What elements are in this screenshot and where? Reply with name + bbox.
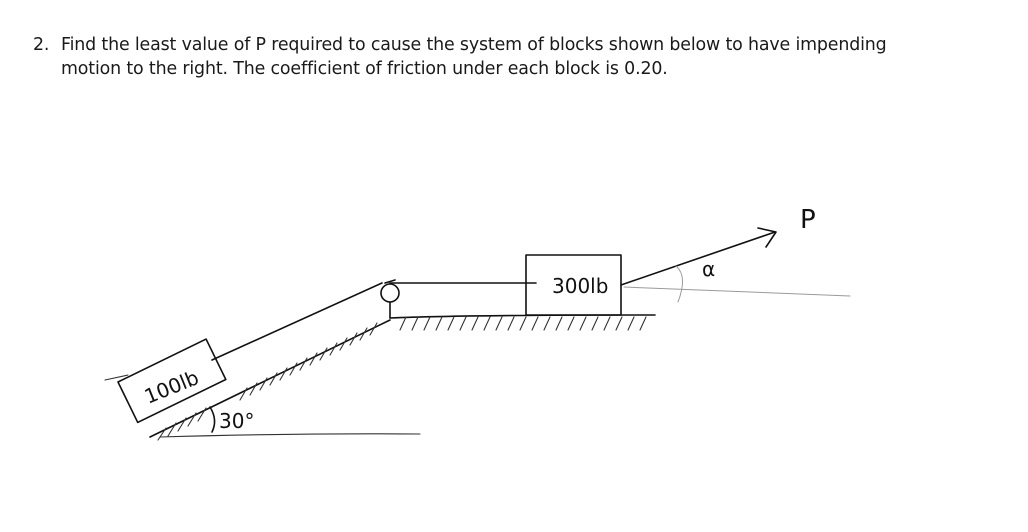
- problem-number: 2.: [33, 35, 50, 55]
- force-angle-arc: [675, 265, 683, 303]
- force-angle-label: α: [702, 257, 715, 281]
- force-line: [620, 231, 776, 286]
- block-100lb-tick: [104, 374, 129, 381]
- problem-statement: 2. Find the least value of P required to…: [33, 33, 1023, 81]
- force-arrowhead: [757, 227, 777, 248]
- force-reference-line: [623, 286, 851, 297]
- block-300lb-label: 300lb: [552, 274, 608, 298]
- force-label: P: [800, 205, 816, 235]
- incline-hatching: [157, 322, 378, 441]
- incline-surface: [149, 319, 391, 438]
- rope-incline: [211, 282, 383, 361]
- horizontal-hatching: [399, 316, 647, 331]
- block-100lb: [117, 338, 227, 424]
- block-100lb-label: 100lb: [141, 365, 202, 408]
- problem-text: Find the least value of P required to ca…: [61, 35, 887, 79]
- pulley: [380, 279, 400, 319]
- incline-angle-arc: [209, 406, 216, 433]
- incline-reference-line: [159, 433, 421, 438]
- incline-angle-label: 30°: [219, 409, 254, 433]
